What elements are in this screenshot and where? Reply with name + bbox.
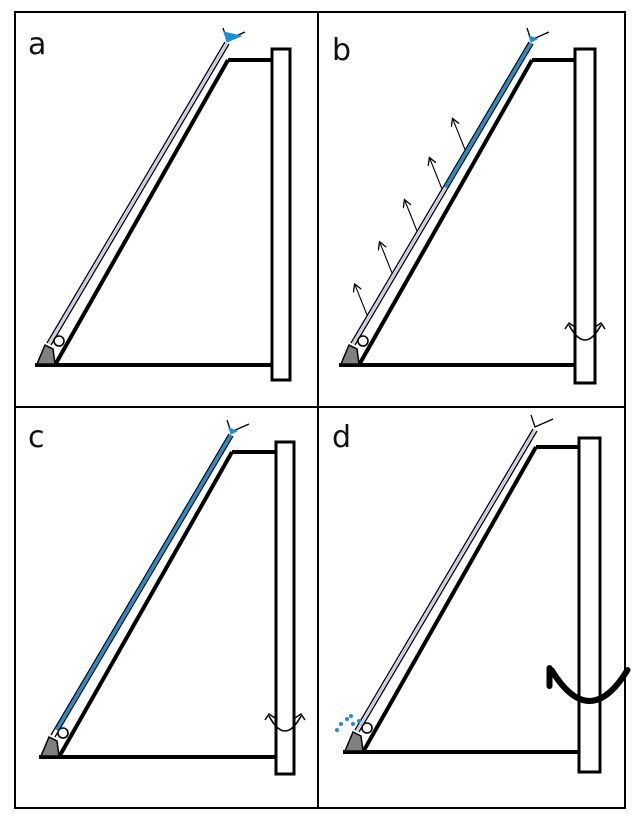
base-block-b bbox=[339, 343, 360, 365]
pillar-a bbox=[270, 47, 292, 382]
outer-frame bbox=[14, 11, 626, 809]
hinge-d bbox=[361, 722, 373, 734]
droplet-3 bbox=[335, 728, 339, 732]
base-block-d bbox=[343, 730, 364, 752]
droplet-1 bbox=[345, 717, 349, 721]
sheet-line-outer-c bbox=[50, 433, 230, 736]
film-b bbox=[444, 42, 533, 189]
bend-arrow-right-b bbox=[594, 321, 606, 330]
sheet-line-inner-a bbox=[50, 43, 230, 346]
sheet-line-outer-d bbox=[354, 428, 534, 731]
bend-arrow-left-c bbox=[264, 712, 276, 721]
sheet-line-outer-a bbox=[46, 41, 226, 344]
hinge-c bbox=[57, 727, 69, 739]
uplift-arrow-b-4 bbox=[453, 119, 466, 150]
base-block-a bbox=[35, 343, 56, 365]
sheet-line-inner-d bbox=[358, 430, 538, 733]
uplift-arrow-b-1 bbox=[380, 243, 393, 273]
sheet-line-inner-c bbox=[54, 435, 234, 738]
panel-d bbox=[335, 414, 631, 774]
bend-arc-c bbox=[268, 715, 302, 732]
sheet-line-outer-b bbox=[350, 41, 530, 344]
pillar-d bbox=[577, 436, 602, 774]
film-c bbox=[55, 434, 233, 731]
uplift-arrow-b-0 bbox=[355, 285, 368, 316]
droplet-4 bbox=[349, 714, 353, 718]
tip-fill-c bbox=[228, 427, 239, 435]
droplet-0 bbox=[339, 722, 343, 726]
droplet-2 bbox=[351, 722, 355, 726]
panel-a bbox=[35, 27, 292, 382]
hinge-b bbox=[357, 335, 369, 347]
uplift-arrow-b-3 bbox=[430, 158, 443, 189]
bend-arc-d bbox=[548, 667, 631, 704]
sheet-interior-a bbox=[48, 42, 228, 345]
ramp-diagonal-a bbox=[53, 59, 230, 366]
ramp-diagonal-b bbox=[357, 59, 534, 366]
panel-label-d: d bbox=[332, 420, 352, 455]
panel-label-c: c bbox=[28, 420, 45, 455]
bend-arrow-right-c bbox=[294, 712, 306, 721]
pillar-b bbox=[573, 47, 597, 385]
hinge-a bbox=[53, 335, 65, 347]
ramp-diagonal-c bbox=[57, 451, 234, 758]
tip-fill-a bbox=[223, 31, 243, 43]
pillar-c bbox=[274, 440, 296, 776]
panel-label-b: b bbox=[332, 33, 352, 68]
sheet-interior-d bbox=[356, 429, 536, 732]
ramp-diagonal-d bbox=[361, 446, 538, 753]
droplet-5 bbox=[357, 719, 361, 723]
tip-v-d bbox=[530, 414, 554, 428]
panel-label-a: a bbox=[28, 27, 47, 62]
panel-b bbox=[339, 27, 606, 385]
base-block-c bbox=[39, 735, 60, 757]
bend-arc-b bbox=[568, 324, 602, 341]
sheet-line-inner-b bbox=[354, 43, 534, 346]
panel-c bbox=[39, 419, 306, 776]
tip-fill-b bbox=[528, 35, 539, 43]
uplift-arrow-b-2 bbox=[405, 201, 418, 231]
bend-arrow-left-b bbox=[564, 321, 576, 330]
